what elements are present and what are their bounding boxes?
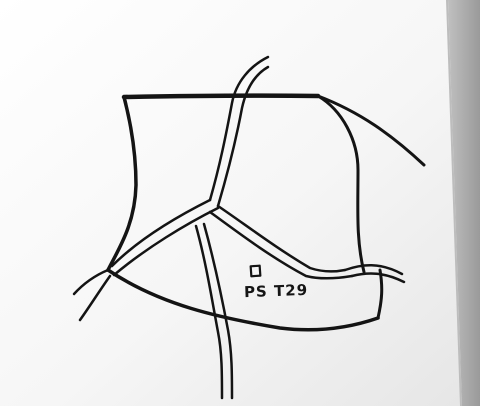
- sketch-label: PS T29: [244, 281, 309, 301]
- top-boundary-line: [124, 96, 318, 97]
